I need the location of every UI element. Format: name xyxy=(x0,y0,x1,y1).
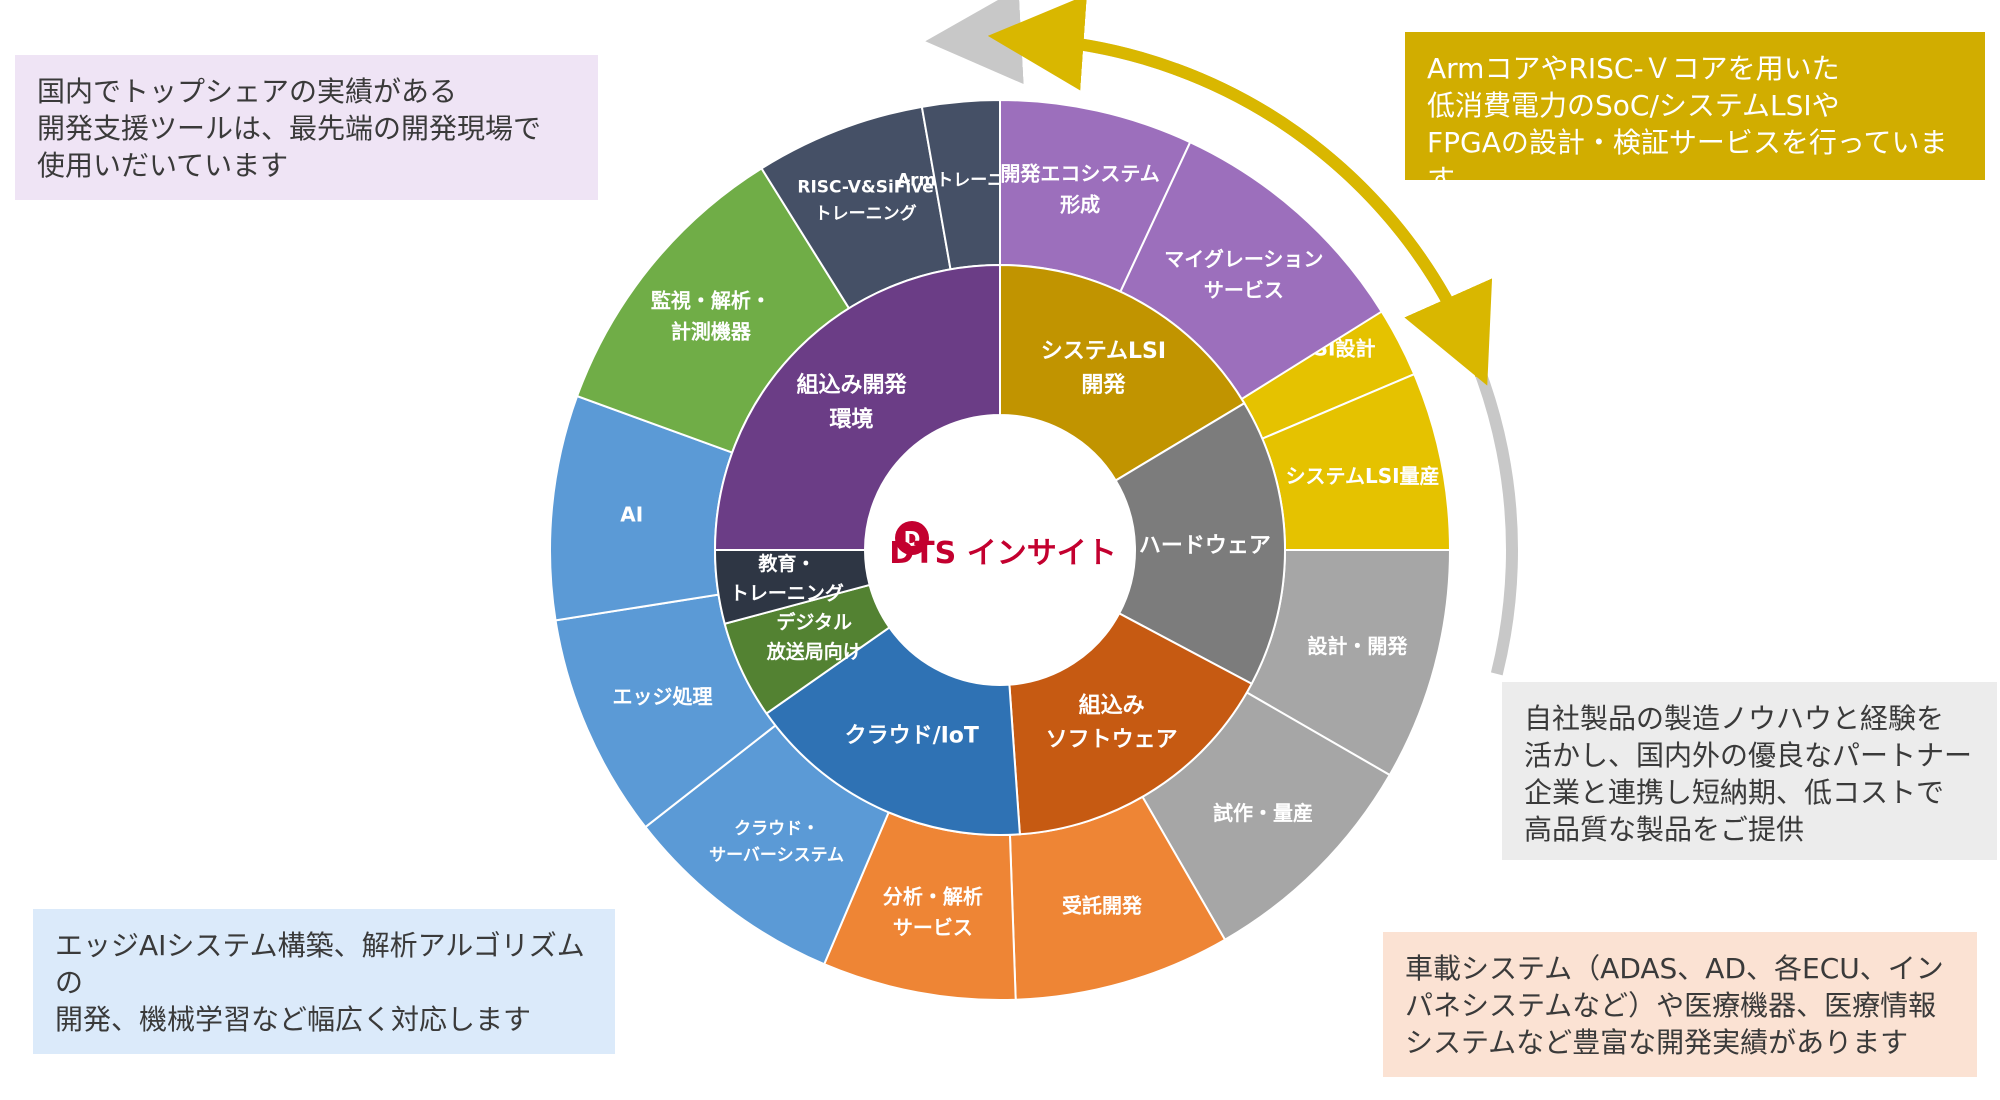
outer-segment-label: 監視・解析・計測機器 xyxy=(651,288,771,343)
inner-segment xyxy=(999,263,1246,482)
callout-dev-tools: 国内でトップシェアの実績がある 開発支援ツールは、最先端の開発現場で 使用いだい… xyxy=(15,55,598,200)
cycle-arrows xyxy=(925,0,1518,676)
callout-edge-ai: エッジAIシステム構築、解析アルゴリズムの 開発、機械学習など幅広く対応します xyxy=(33,909,615,1054)
inner-segment-label: 教育・トレーニング xyxy=(730,552,844,604)
outer-ring: 開発ツールコアIP周辺IPシステムLSI設計システムLSI量産設計・開発試作・量… xyxy=(549,98,1452,1001)
outer-segment-label: 試作・量産 xyxy=(1213,801,1313,825)
inner-segment-label: 組込み開発環境 xyxy=(796,372,907,432)
callout-hardware: 自社製品の製造ノウハウと経験を 活かし、国内外の優良なパートナー 企業と連携し短… xyxy=(1502,682,1997,860)
outer-segment-label: クラウド・サーバーシステム xyxy=(709,819,844,865)
logo-text: DTS インサイト xyxy=(889,536,1116,571)
inner-segment-label: クラウド/IoT xyxy=(845,724,979,749)
callout-system-lsi: ArmコアやRISC-Ｖコアを用いた 低消費電力のSoC/システムLSIや FP… xyxy=(1405,32,1985,196)
outer-segment-label: マイグレーションサービス xyxy=(1164,247,1323,302)
inner-segment-label: ハードウェア xyxy=(1139,533,1271,558)
inner-segment-label: デジタル放送局向け xyxy=(766,611,862,663)
outer-segment-label: 開発エコシステム形成 xyxy=(1000,161,1159,216)
outer-segment-label: 分析・解析サービス xyxy=(883,884,983,939)
center-logo: D DTS インサイト xyxy=(865,415,1135,685)
inner-segment-label: 組込みソフトウェア xyxy=(1046,693,1178,753)
outer-segment-label: 受託開発 xyxy=(1062,894,1143,918)
outer-segment-label: エッジ処理 xyxy=(613,685,713,709)
inner-segment xyxy=(1114,401,1286,686)
outer-segment-label: システムLSI量産 xyxy=(1286,464,1440,488)
logo-mark: D xyxy=(904,527,921,551)
cycle-arrow-gold-down xyxy=(1173,63,1493,386)
outer-segment-label: 設計・開発 xyxy=(1307,634,1408,658)
outer-segment-label: AI xyxy=(620,503,643,527)
logo-mark-icon xyxy=(895,521,929,555)
inner-segment xyxy=(1008,612,1253,836)
inner-segment xyxy=(765,626,1021,836)
callout-embedded-software: 車載システム（ADAS、AD、各ECU、イン パネシステムなど）や医療機器、医療… xyxy=(1383,932,1977,1077)
